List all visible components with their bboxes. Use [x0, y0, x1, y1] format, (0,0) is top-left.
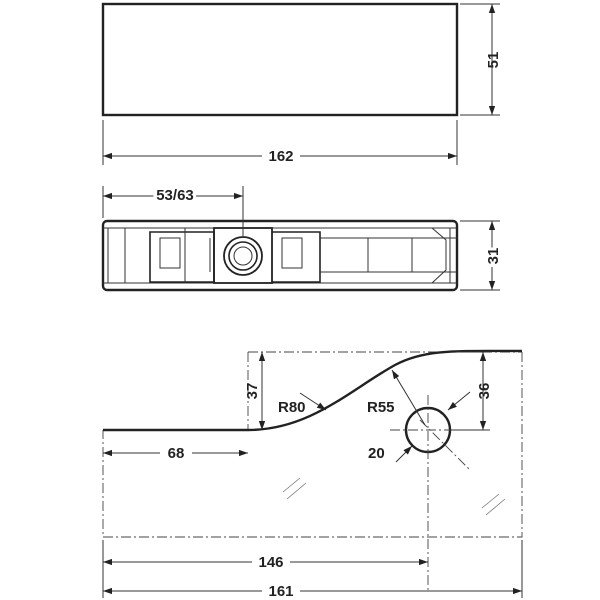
dim-label-r55: R55	[367, 399, 395, 416]
top-view-body	[101, 2, 459, 117]
dim-label-51: 51	[485, 52, 502, 69]
glass-cutout-view: 37 R80 R55 36 20 68 146 161	[102, 349, 523, 600]
dim-label-r80: R80	[278, 399, 306, 416]
dim-label-146: 146	[258, 554, 283, 571]
side-view: 53/63 31	[101, 184, 505, 292]
dim-label-36: 36	[476, 383, 493, 400]
dim-label-31: 31	[485, 248, 502, 265]
dim-label-68: 68	[168, 445, 185, 462]
dim-label-162: 162	[268, 148, 293, 165]
dim-label-53-63: 53/63	[156, 187, 194, 204]
glass-boundary	[102, 352, 523, 538]
cutout-profile	[103, 349, 523, 432]
dim-label-20: 20	[368, 445, 385, 462]
thread-hole	[223, 236, 263, 276]
dim-label-37: 37	[244, 383, 261, 400]
top-view: 162 51	[101, 2, 502, 165]
dim-label-161: 161	[268, 583, 293, 600]
side-view-body	[101, 219, 459, 292]
